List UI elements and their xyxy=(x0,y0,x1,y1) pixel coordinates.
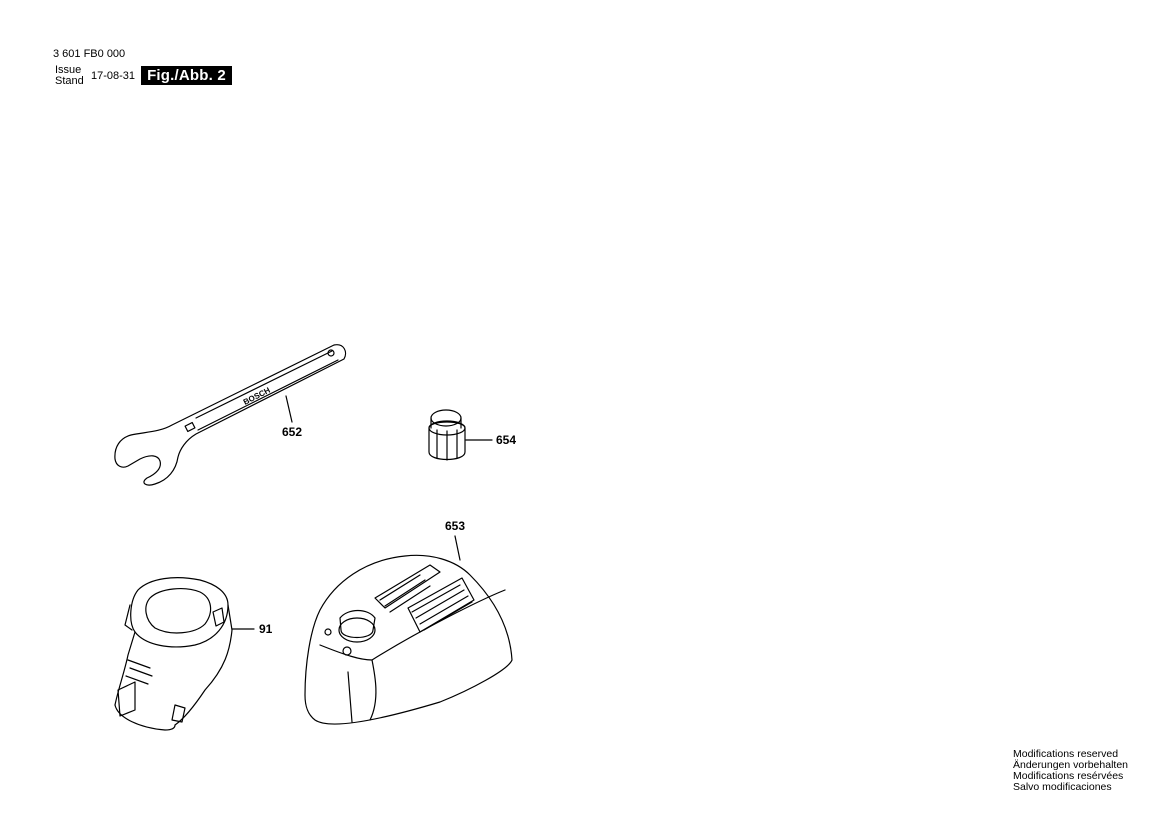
modification-notes: Modifications reserved Änderungen vorbeh… xyxy=(1013,749,1128,793)
note-fr: Modifications resérvées xyxy=(1013,770,1124,782)
leader-line-653 xyxy=(454,535,461,561)
model-number: 3 601 FB0 000 xyxy=(53,48,126,60)
part-number-653: 653 xyxy=(445,519,465,533)
figure-label: Fig./Abb. 2 xyxy=(141,66,232,85)
part-number-652: 652 xyxy=(282,425,302,439)
note-en: Modifications reserved xyxy=(1013,748,1119,760)
leader-line-652 xyxy=(285,395,293,423)
issue-stand-label: Issue Stand xyxy=(55,65,84,87)
stand-label: Stand xyxy=(55,75,84,87)
note-es: Salvo modificaciones xyxy=(1013,781,1112,793)
collet-nut-icon xyxy=(428,409,466,461)
part-number-654: 654 xyxy=(496,433,516,447)
battery-pack-icon xyxy=(114,577,233,731)
issue-date: 17-08-31 xyxy=(91,70,136,82)
battery-charger-icon xyxy=(304,554,513,725)
note-de: Änderungen vorbehalten xyxy=(1013,759,1129,771)
part-number-91: 91 xyxy=(259,622,273,636)
issue-label: Issue xyxy=(55,64,82,76)
wrench-icon: BOSCH xyxy=(114,344,347,486)
